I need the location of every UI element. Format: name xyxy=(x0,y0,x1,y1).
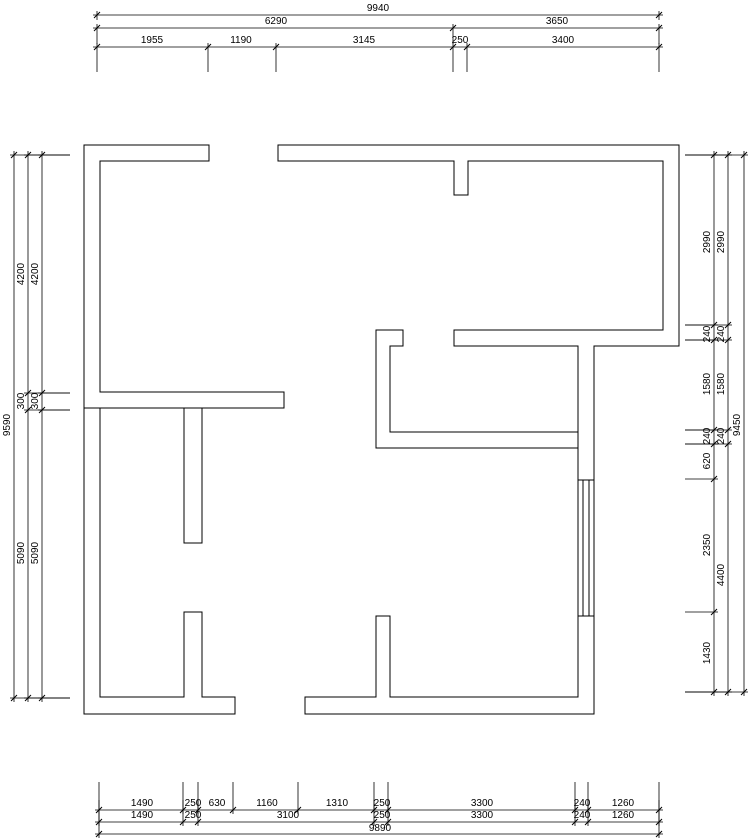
dim-left-a-chain-tick-2 xyxy=(24,406,32,414)
dim-left-a-chain-tick-1 xyxy=(24,389,32,397)
dim-right-b-chain-tick-4 xyxy=(724,440,732,448)
dim-top-low-1: 1190 xyxy=(230,35,252,46)
window xyxy=(577,479,595,617)
dim-right-a-2: 1580 xyxy=(702,372,713,395)
dim-bottom2-3: 250 xyxy=(374,810,391,821)
dim-right-a-6: 1430 xyxy=(702,641,713,664)
dim-left-a-1: 300 xyxy=(16,392,27,409)
dim-left-b-1: 300 xyxy=(30,392,41,409)
dim-right-b-2: 1580 xyxy=(716,372,727,395)
dim-right-a-3: 240 xyxy=(702,427,713,444)
dim-left-outer-chain-tick-0 xyxy=(10,151,18,159)
dim-top-total: 9940 xyxy=(367,3,390,14)
dim-top-mid-chain-tick-1 xyxy=(449,24,457,32)
dim-top-low-chain-tick-1 xyxy=(204,43,212,51)
wall-top-right xyxy=(277,144,680,481)
dim-bottom1-0: 1490 xyxy=(131,798,154,809)
dim-left-outer-chain-tick-1 xyxy=(10,694,18,702)
dim-right-a-0: 2990 xyxy=(702,230,713,253)
dim-right-b-1: 240 xyxy=(716,325,727,342)
dim-left-b-chain-tick-3 xyxy=(38,694,46,702)
dim-top-total-chain-tick-1 xyxy=(655,11,663,19)
dim-left-b-2: 5090 xyxy=(30,541,41,564)
dim-left-b-chain-tick-1 xyxy=(38,389,46,397)
dim-bottom-total: 9890 xyxy=(369,823,392,834)
dim-left-a-2: 5090 xyxy=(16,541,27,564)
dim-bottom1-3: 1160 xyxy=(256,798,278,809)
dim-right-b-chain-tick-3 xyxy=(724,426,732,434)
dim-right-a-4: 620 xyxy=(702,452,713,469)
dim-right-b-3: 240 xyxy=(716,427,727,444)
wall-bottom-right xyxy=(304,615,595,715)
dim-top-mid-1: 3650 xyxy=(546,16,569,27)
dim-bottom2-chain-tick-1 xyxy=(179,818,187,826)
dim-bottom2-0: 1490 xyxy=(131,810,154,821)
dim-left-b-chain-tick-0 xyxy=(38,151,46,159)
dim-bottom2-1: 250 xyxy=(185,810,202,821)
dim-top-low-chain-tick-4 xyxy=(463,43,471,51)
dim-left-a-chain-tick-3 xyxy=(24,694,32,702)
dim-top-low-chain-tick-3 xyxy=(449,43,457,51)
dim-right-a-5: 2350 xyxy=(702,533,713,556)
dim-bottom2-chain-tick-2 xyxy=(194,818,202,826)
dim-bottom2-2: 3100 xyxy=(277,810,300,821)
dim-top-total-chain-tick-0 xyxy=(93,11,101,19)
dim-top-mid-chain-tick-0 xyxy=(93,24,101,32)
wall-center-stub xyxy=(183,407,203,544)
dim-bottom2-chain-tick-4 xyxy=(384,818,392,826)
dim-bottom1-5: 250 xyxy=(374,798,391,809)
wall-middle-room xyxy=(375,329,579,449)
dim-bottom-total-chain-tick-0 xyxy=(95,830,103,838)
dim-bottom2-4: 3300 xyxy=(471,810,494,821)
walls xyxy=(83,144,680,715)
dim-top-low-3: 250 xyxy=(452,35,469,46)
dim-bottom1-2: 630 xyxy=(209,798,226,809)
dim-right-b-4: 4400 xyxy=(716,563,727,586)
dim-right-b-0: 2990 xyxy=(716,230,727,253)
dimension-lines xyxy=(10,11,748,838)
dim-left-a-chain-tick-0 xyxy=(24,151,32,159)
dim-right-b-chain-tick-2 xyxy=(724,336,732,344)
dim-left-outer: 9590 xyxy=(2,413,13,436)
wall-top-left xyxy=(83,144,285,409)
dim-right-outer: 9450 xyxy=(732,413,743,436)
dim-top-mid-0: 6290 xyxy=(265,16,288,27)
dim-right-a-1: 240 xyxy=(702,325,713,342)
dim-left-a-0: 4200 xyxy=(16,262,27,285)
dim-bottom1-7: 240 xyxy=(574,798,591,809)
dim-bottom1-4: 1310 xyxy=(326,798,349,809)
dim-bottom2-6: 1260 xyxy=(612,810,635,821)
dim-top-mid-chain-tick-2 xyxy=(655,24,663,32)
dim-right-outer-chain-tick-0 xyxy=(740,151,748,159)
dim-bottom1-chain-tick-3 xyxy=(229,806,237,814)
dim-bottom2-chain-tick-3 xyxy=(370,818,378,826)
dim-top-low-4: 3400 xyxy=(552,35,575,46)
dim-right-outer-chain-tick-1 xyxy=(740,688,748,696)
dim-top-low-chain-tick-2 xyxy=(272,43,280,51)
dim-bottom1-chain-tick-4 xyxy=(294,806,302,814)
dim-right-a-chain-tick-5 xyxy=(710,475,718,483)
dim-bottom2-chain-tick-5 xyxy=(571,818,579,826)
dim-top-low-2: 3145 xyxy=(353,35,376,46)
dim-right-b-chain-tick-1 xyxy=(724,321,732,329)
dim-bottom2-5: 240 xyxy=(574,810,591,821)
dim-left-b-0: 4200 xyxy=(30,262,41,285)
dim-bottom-total-chain-tick-1 xyxy=(655,830,663,838)
dim-bottom1-1: 250 xyxy=(185,798,202,809)
dim-top-low-0: 1955 xyxy=(141,35,164,46)
dim-right-a-chain-tick-6 xyxy=(710,608,718,616)
dim-top-low-chain-tick-0 xyxy=(93,43,101,51)
dim-top-low-chain-tick-5 xyxy=(655,43,663,51)
dim-bottom1-6: 3300 xyxy=(471,798,494,809)
dim-left-b-chain-tick-2 xyxy=(38,406,46,414)
dim-bottom2-chain-tick-6 xyxy=(584,818,592,826)
wall-bottom-left xyxy=(83,407,236,715)
dim-bottom1-8: 1260 xyxy=(612,798,635,809)
